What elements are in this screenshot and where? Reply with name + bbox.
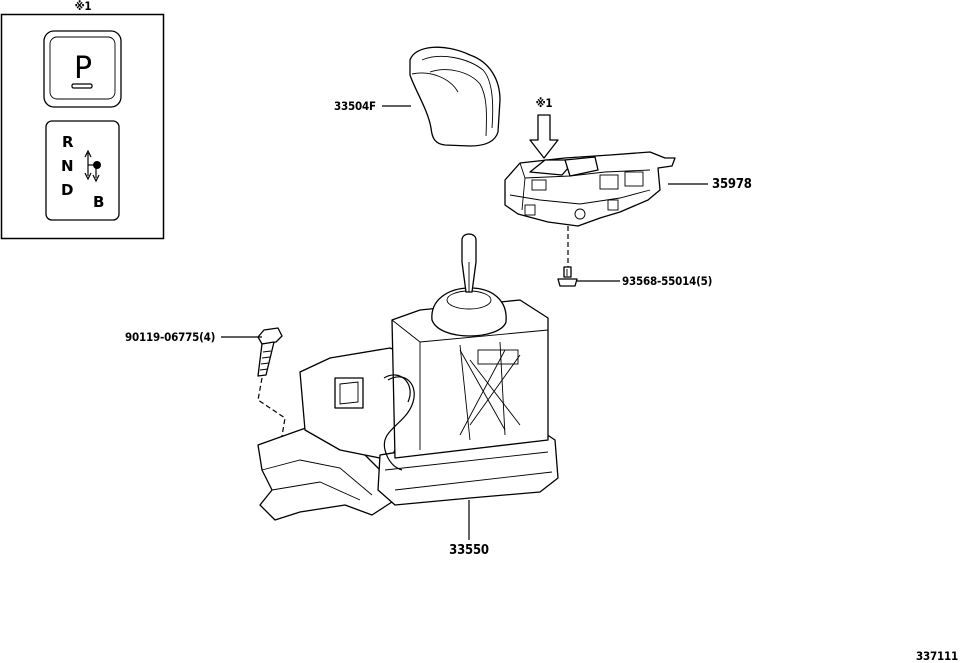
shift-gate-icon [84,149,101,183]
p-switch-icon [43,30,122,108]
shifter-assembly-icon [257,233,559,521]
shifter-part-number: 33550 [449,543,489,558]
screw-icon [557,266,578,287]
diagram-id: 337111 [916,649,958,663]
screw-part-number: 93568-55014(5) [622,274,712,288]
shift-pattern-b: B [93,193,104,211]
p-switch-label: P [74,51,92,86]
switch-part-number: 35978 [712,177,752,192]
bolt-icon [257,327,283,377]
install-direction-arrow-icon [529,114,559,159]
shift-pattern-d: D [61,181,73,199]
arrow-note-mark: ※1 [536,96,553,110]
bolt-install-line [257,377,286,449]
pattern-switch-icon [504,151,676,227]
inset-note-mark: ※1 [75,0,92,13]
knob-part-number: 33504F [334,99,376,113]
bolt-part-number: 90119-06775(4) [125,330,215,344]
shift-knob-icon [409,46,501,147]
shift-pattern-r: R [62,133,74,151]
shift-pattern-plate [45,120,120,221]
shift-pattern-n: N [61,157,74,175]
